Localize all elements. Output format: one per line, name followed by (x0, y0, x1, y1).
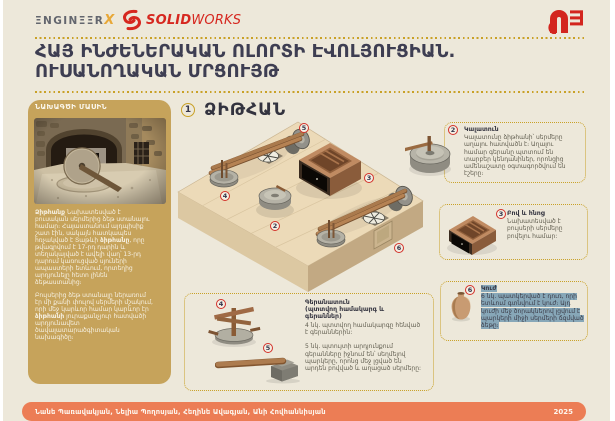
furnace-image (444, 211, 500, 260)
gerantun-heading-line2: (պտտվող համակարգ և (305, 306, 385, 314)
authors-names: Նանե Պառավակյան, Նելիա Պողոսյան, Հեղինե … (35, 407, 326, 416)
poster-title-line1: ՀԱՅ ԻՆԺԵՆԵՐԱԿԱՆ ՈԼՈՐՏԻ ԷՎՈԼՅՈՒՑԻԱՆ. (35, 41, 456, 62)
jug-icon (451, 292, 471, 322)
rotating-system-image (208, 306, 262, 352)
scene-badge-3: 3 (364, 173, 374, 183)
beam-lever-image (214, 353, 303, 388)
rotating-system-icon (208, 306, 261, 347)
scene-badge-5: 5 (299, 123, 309, 133)
oil-mill-photo-illustration (34, 118, 166, 204)
solidworks-logo-solid: SOLID (146, 12, 192, 28)
callout-kuzh-heading: Կուժ (481, 285, 497, 292)
partner-red-logo-icon (548, 9, 583, 35)
jug-image (449, 290, 473, 326)
partner-red-logo (544, 7, 588, 38)
badge-3: 3 (496, 209, 506, 219)
callout-kuzh-body-text: 6 նկ. պատկերված է դուռ, որի ետևում գտնվո… (481, 293, 584, 330)
callout-bov-hnots: 3 Բով և հնոց Նախատեսված է բույսերի սերմե… (439, 204, 588, 260)
callout-kuzh-body: 6 նկ. պատկերված է դուռ, որի ետևում գտնվո… (481, 293, 587, 330)
callout-gerantun-body5: 5 նկ. պտույտի արդյունքում գերանները իջնո… (305, 343, 422, 373)
solidworks-logo: SOLIDWORKS (120, 9, 241, 31)
callout-kuzh: 6 Կուժ 6 նկ. պատկերված է դուռ, որի ետևու… (440, 281, 588, 341)
footer-year: 2025 (553, 407, 573, 416)
engineerx-logo-text: ΞNGINΞΞR (35, 15, 105, 27)
oil-mill-3d-scene (171, 112, 433, 302)
callout-kalatun-heading: Կալատուն (464, 126, 499, 133)
badge-6-number: 6 (467, 286, 473, 294)
badge-5-number: 5 (265, 344, 271, 352)
solidworks-logo-works: WORKS (191, 12, 242, 28)
poster-page: ΞNGINΞΞRX SOLIDWORKS ՀԱՅ ԻՆԺԵՆԵՐԱԿԱՆ ՈԼՈ… (3, 0, 610, 421)
kalatun-mill-image (400, 127, 453, 183)
badge-1-number: 1 (184, 105, 192, 115)
footer-bar: Նանե Պառավակյան, Նելիա Պողոսյան, Հեղինե … (22, 402, 586, 421)
callout-bov-body: Նախատեսված է բույսերի սերմերը բովելու հա… (507, 218, 563, 240)
dotted-divider-top (35, 37, 586, 39)
solidworks-logo-text: SOLIDWORKS (146, 13, 241, 28)
callout-gerantun-body4: 4 նկ. պտտվող համակարգը հենված է գերաններ… (305, 321, 421, 336)
callout-bov-heading: Բով և հնոց (507, 210, 545, 217)
callout-gerantun-text: Գերանատուն (պտտվող համակարգ և գերաններ) … (305, 299, 423, 372)
badge-1: 1 (181, 103, 195, 117)
dotted-divider-bottom (35, 91, 586, 93)
badge-2-number: 2 (450, 126, 456, 134)
gerantun-heading-line3: գերաններ) (305, 313, 342, 321)
oil-mill-photo (34, 118, 166, 204)
about-paragraph-1: Ձիթհանք Նախատեսված է բուսական սերմերից ձ… (35, 209, 150, 286)
badge-3-number: 3 (498, 210, 504, 218)
callout-gerantun-heading: Գերանատուն (պտտվող համակարգ և գերաններ) (305, 299, 423, 321)
poster-title-line2: ՈՒՍԱՆՈՂԱԿԱՆ ՄՐՑՈՒՅԹ (35, 61, 280, 82)
dassault-systemes-icon (123, 9, 141, 31)
callout-gerantun: 4 5 (184, 293, 434, 391)
engineerx-logo-x: X (104, 13, 115, 28)
badge-4-number: 4 (218, 300, 224, 308)
about-project-card: ՆԱԽԱԳԾԻ ՄԱՍԻՆ (28, 100, 171, 384)
scene-badge-6: 6 (394, 243, 404, 253)
engineerx-logo: ΞNGINΞΞRX (35, 13, 114, 28)
callout-kuzh-heading-text: Կուժ (481, 285, 497, 292)
oil-mill-heading: ՁԻԹՀԱՆ (204, 100, 287, 120)
oil-mill-scene-illustration (177, 121, 424, 292)
callout-kalatun-body: Կալատունը ձիթհանի՝ սերմերը աղալու հատված… (464, 134, 566, 178)
about-paragraph-2: Բույսերից ձեթ ստանալը ներառում էր մի քան… (35, 292, 153, 341)
furnace-icon (447, 216, 497, 255)
gerantun-heading-line1: Գերանատուն (305, 299, 350, 306)
scene-badge-4: 4 (220, 191, 230, 201)
badge-5: 5 (263, 343, 273, 353)
beam-lever-icon (214, 357, 300, 384)
about-project-heading: ՆԱԽԱԳԾԻ ՄԱՍԻՆ (35, 103, 107, 111)
callout-kalatun: 2 Կալատուն Կալատունը ձիթհանի՝ սերմերը աղ… (444, 122, 586, 183)
badge-2: 2 (448, 125, 458, 135)
mill-basin-icon (400, 136, 451, 176)
scene-badge-2: 2 (270, 221, 280, 231)
badge-6: 6 (465, 285, 475, 295)
poster-title: ՀԱՅ ԻՆԺԵՆԵՐԱԿԱՆ ՈԼՈՐՏԻ ԷՎՈԼՅՈՒՑԻԱՆ. ՈՒՍԱ… (35, 42, 456, 82)
badge-4: 4 (216, 299, 226, 309)
